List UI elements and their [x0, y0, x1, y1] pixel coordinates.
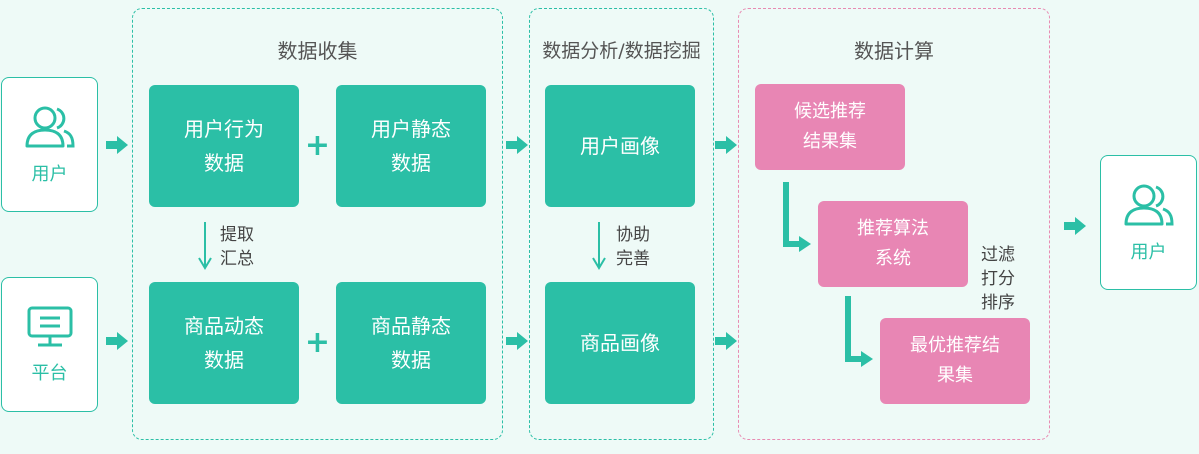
right-arrow-icon: [506, 136, 528, 154]
right-arrow-icon: [715, 332, 737, 350]
right-arrow-icon: [1064, 217, 1086, 235]
platform-source-label: 平台: [31, 362, 68, 384]
plus-sign: +: [304, 325, 331, 360]
user-source-label: 用户: [31, 163, 68, 185]
user-group-icon: [1123, 182, 1175, 228]
platform-source-box: 平台: [1, 277, 98, 412]
user-target-label: 用户: [1130, 241, 1167, 263]
recommendation-algorithm-box: 推荐算法系统: [818, 201, 968, 287]
best-result-set-box: 最优推荐结果集: [880, 318, 1030, 404]
monitor-icon: [26, 305, 74, 349]
user-target-box: 用户: [1100, 155, 1197, 290]
data-collection-group: [132, 8, 503, 440]
user-source-box: 用户: [1, 77, 98, 212]
product-profile-box: 商品画像: [545, 282, 695, 404]
user-behavior-data-box: 用户行为数据: [149, 85, 299, 207]
assist-improve-label: 协助完善: [616, 225, 650, 269]
product-dynamic-data-box: 商品动态数据: [149, 282, 299, 404]
data-collection-title: 数据收集: [277, 39, 358, 63]
right-arrow-icon: [106, 136, 128, 154]
plus-sign: +: [304, 128, 331, 163]
user-group-icon: [24, 104, 76, 150]
right-arrow-icon: [715, 136, 737, 154]
product-static-data-box: 商品静态数据: [336, 282, 486, 404]
filter-score-sort-label: 过滤打分排序: [981, 245, 1015, 313]
user-static-data-box: 用户静态数据: [336, 85, 486, 207]
right-arrow-icon: [106, 332, 128, 350]
right-arrow-icon: [506, 332, 528, 350]
data-analysis-title: 数据分析/数据挖掘: [542, 40, 701, 62]
extract-summarize-label: 提取汇总: [220, 225, 254, 269]
candidate-result-set-box: 候选推荐结果集: [755, 84, 905, 170]
data-analysis-group: [529, 8, 714, 440]
user-profile-box: 用户画像: [545, 85, 695, 207]
data-computation-group: [738, 8, 1050, 440]
data-computation-title: 数据计算: [854, 39, 934, 63]
